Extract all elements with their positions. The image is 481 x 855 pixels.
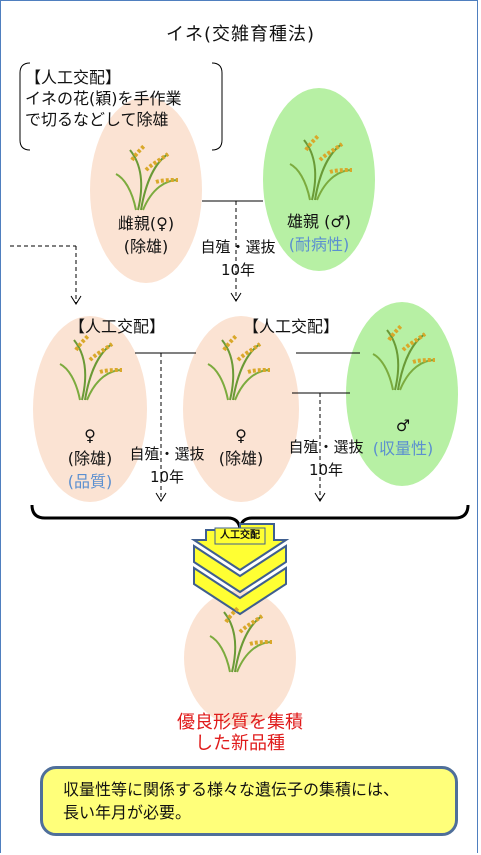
artificial-cross-label-center: 【人工交配】: [242, 317, 339, 336]
disease-resistance-label: (耐病性): [288, 235, 350, 254]
yield-parent-ellipse: [346, 302, 458, 486]
selfing-selection-top: 自殖・選抜 10年: [200, 238, 276, 279]
quality-parent-ellipse: [33, 316, 147, 502]
offspring-ellipse: [183, 316, 299, 502]
yield-trait-label: (収量性): [372, 439, 434, 458]
new-variety-label: 優良形質を集積 した新品種: [177, 712, 303, 754]
note-line-2: イネの花(穎)を手作業: [25, 89, 182, 108]
note-line-3: で切るなどして除雄: [25, 110, 169, 129]
male-parent-label: 雄親 (♂) (耐病性): [269, 210, 369, 256]
selfing-selection-right: 自殖・選抜 10年: [288, 438, 364, 479]
page-title: イネ(交雑育種法): [165, 24, 316, 45]
selfing-selection-left: 自殖・選抜 10年: [129, 445, 205, 486]
quality-trait-label: (品質): [67, 472, 113, 491]
yield-parent-label: ♂ (収量性): [348, 414, 458, 460]
note-title: 【人工交配】: [25, 68, 122, 87]
female-parent-label: 雌親(♀) (除雄): [117, 214, 175, 256]
summary-text: 収量性等に関係する様々な遺伝子の集積には、 長い年月が必要。: [63, 780, 400, 822]
summary-box: 収量性等に関係する様々な遺伝子の集積には、 長い年月が必要。: [40, 766, 458, 836]
artificial-cross-note: 【人工交配】 イネの花(穎)を手作業 で切るなどして除雄: [25, 67, 182, 130]
offspring-label: ♀ (除雄): [218, 426, 264, 468]
quality-parent-label: ♀ (除雄) (品質): [40, 424, 140, 493]
arrow-label: 人工交配: [220, 530, 260, 541]
artificial-cross-label-left: 【人工交配】: [68, 317, 165, 336]
